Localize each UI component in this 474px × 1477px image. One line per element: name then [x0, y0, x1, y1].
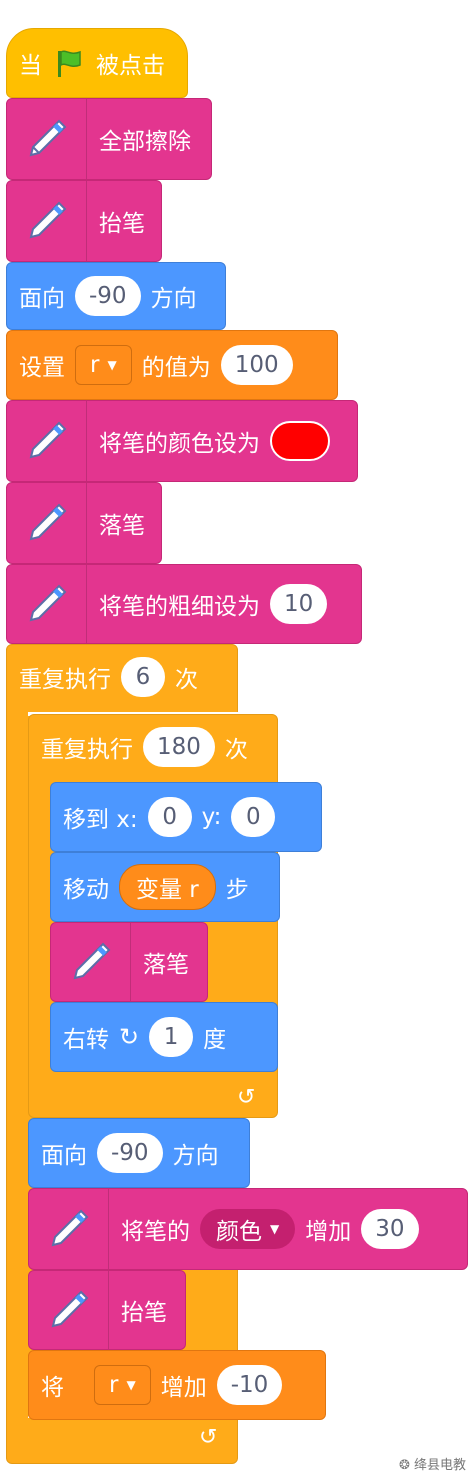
move-steps-block[interactable]: 移动 变量 r 步 [50, 852, 280, 922]
point-direction-label: 面向 [19, 286, 65, 312]
pen-param-dropdown[interactable]: 颜色 ▼ [200, 1209, 296, 1249]
repeat-outer-count-input[interactable]: 6 [121, 657, 165, 697]
change-pen-param-block[interactable]: 将笔的 颜色 ▼ 增加 30 [28, 1188, 468, 1270]
goto-label: 移到 x: [63, 807, 138, 833]
set-value-input[interactable]: 100 [220, 345, 293, 385]
direction-input[interactable]: -90 [75, 276, 141, 316]
event-prefix: 当 [19, 53, 42, 79]
point-in-direction-block-2[interactable]: 面向 -90 方向 [28, 1118, 250, 1188]
goto-x-input[interactable]: 0 [147, 797, 192, 837]
set-mid-label: 的值为 [141, 355, 211, 381]
event-suffix: 被点击 [96, 53, 165, 79]
inner-pen-down-label: 落笔 [143, 952, 189, 978]
pen-icon [29, 1271, 109, 1349]
set-pen-size-block[interactable]: 将笔的粗细设为 10 [6, 564, 362, 644]
watermark: ❂ 绛县电教 [399, 1454, 466, 1473]
set-variable-block[interactable]: 设置 r ▼ 的值为 100 [6, 330, 338, 400]
variable-name: r [90, 352, 100, 378]
green-flag-icon [52, 47, 84, 79]
pen-down-label: 落笔 [99, 513, 145, 539]
inner-pen-down-block[interactable]: 落笔 [50, 922, 208, 1002]
variable-dropdown[interactable]: r ▼ [75, 345, 132, 385]
repeat-outer-suffix: 次 [175, 667, 198, 693]
repeat-inner-suffix: 次 [224, 737, 248, 763]
clear-label: 全部擦除 [99, 129, 191, 155]
goto-y-input[interactable]: 0 [231, 797, 276, 837]
go-to-xy-block[interactable]: 移到 x: 0 y: 0 [50, 782, 322, 852]
turn-degrees-input[interactable]: 1 [149, 1017, 194, 1057]
watermark-text: 绛县电教 [413, 1458, 466, 1473]
rotate-clockwise-icon: ↻ [119, 1023, 140, 1051]
set-pen-color-block[interactable]: 将笔的颜色设为 [6, 400, 358, 482]
dropdown-arrow-icon: ▼ [126, 1378, 136, 1392]
repeat-outer-label: 重复执行 [19, 667, 111, 693]
pen-icon [7, 181, 87, 261]
set-pen-color-label: 将笔的颜色设为 [99, 431, 260, 457]
pen-up-block[interactable]: 抬笔 [6, 180, 162, 262]
change-pen-value-input[interactable]: 30 [361, 1209, 419, 1249]
change-var-mid: 增加 [160, 1375, 207, 1401]
loop-arrow-icon: ↺ [199, 1425, 218, 1450]
pen-down-block[interactable]: 落笔 [6, 482, 162, 564]
variable-reporter[interactable]: 变量 r [119, 864, 216, 910]
repeat-inner-count-input[interactable]: 180 [143, 727, 215, 767]
pen-param-name: 颜色 [216, 1219, 262, 1245]
change-pen-label: 将笔的 [121, 1219, 190, 1245]
goto-y-label: y: [201, 804, 222, 830]
wechat-icon: ❂ [398, 1458, 414, 1473]
pen-icon [51, 923, 131, 1001]
pen-clear-block[interactable]: 全部擦除 [6, 98, 212, 180]
loop-arrow-icon: ↺ [237, 1085, 256, 1110]
point-direction-suffix: 方向 [150, 286, 197, 312]
when-flag-clicked-block[interactable]: 当 被点击 [6, 28, 188, 98]
set-pen-size-label: 将笔的粗细设为 [99, 594, 260, 620]
pen-size-input[interactable]: 10 [270, 584, 328, 624]
pen-icon [29, 1189, 109, 1269]
move-suffix: 步 [225, 877, 249, 903]
turn-label: 右转 [63, 1027, 109, 1053]
pen-icon [7, 401, 87, 481]
pen-up-block-2[interactable]: 抬笔 [28, 1270, 186, 1350]
repeat-outer-header: 重复执行 6 次 [19, 657, 198, 697]
change-variable-name: r [109, 1372, 119, 1398]
pen-color-swatch[interactable] [270, 421, 330, 461]
pen-up-label: 抬笔 [99, 211, 145, 237]
change-pen-mid: 增加 [305, 1219, 352, 1245]
pen-icon [7, 99, 87, 179]
change-var-label: 将 [41, 1375, 64, 1401]
change-var-value-input[interactable]: -10 [216, 1365, 283, 1405]
repeat-inner-label: 重复执行 [41, 737, 133, 763]
point-in-direction-block[interactable]: 面向 -90 方向 [6, 262, 226, 330]
direction2-input[interactable]: -90 [97, 1133, 163, 1173]
turn-right-block[interactable]: 右转 ↻ 1 度 [50, 1002, 278, 1072]
pen-icon [7, 483, 87, 563]
move-label: 移动 [63, 877, 109, 903]
turn-suffix: 度 [203, 1027, 227, 1053]
change-variable-block[interactable]: 将 r ▼ 增加 -10 [28, 1350, 326, 1420]
dropdown-arrow-icon: ▼ [270, 1222, 280, 1236]
dropdown-arrow-icon: ▼ [107, 358, 117, 372]
point2-label: 面向 [41, 1143, 87, 1169]
point2-suffix: 方向 [172, 1143, 219, 1169]
repeat-inner-header: 重复执行 180 次 [41, 727, 248, 767]
pen-icon [7, 565, 87, 643]
pen-up2-label: 抬笔 [121, 1300, 167, 1326]
set-label: 设置 [19, 355, 65, 381]
change-variable-dropdown[interactable]: r ▼ [94, 1365, 151, 1405]
